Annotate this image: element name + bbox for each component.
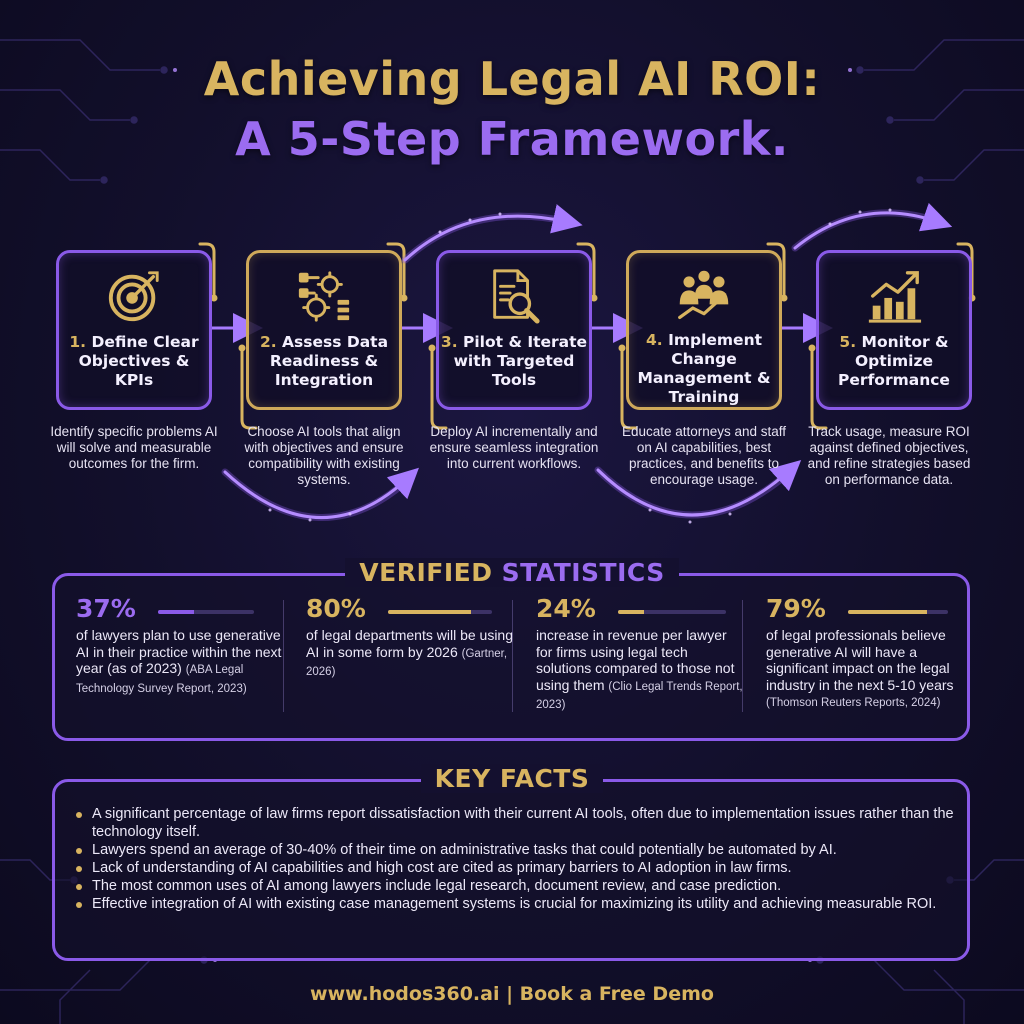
key-fact-item: Lack of understanding of AI capabilities… [76,860,956,878]
stat-text-2: of legal departments will be using AI in… [306,627,516,681]
key-fact-item: Effective integration of AI with existin… [76,896,956,914]
footer-cta-link[interactable]: www.hodos360.ai | Book a Free Demo [310,983,714,1005]
statistics-heading: VERIFIED STATISTICS [0,558,1024,587]
step-number-3: 3. [440,333,458,351]
stat-text-1: of lawyers plan to use generative AI in … [76,627,286,697]
step-title-5: 5. Monitor & Optimize Performance [819,333,969,390]
stat-value-1: 37% [76,594,136,623]
step-description-5: Track usage, measure ROI against defined… [807,424,971,487]
key-fact-item: Lawyers spend an average of 30-40% of th… [76,842,956,860]
stat-bar-2 [388,610,492,614]
step-card-2: 2. Assess Data Readiness & Integration [246,250,402,410]
stat-bar-4 [848,610,948,614]
step-number-4: 4. [645,331,663,349]
team-growth-icon [678,270,729,320]
step-title-1: 1. Define Clear Objectives & KPIs [59,333,209,390]
statistics-heading-part2: STATISTICS [501,558,665,587]
key-fact-item: The most common uses of AI among lawyers… [76,878,956,896]
document-magnifier-icon [493,269,540,324]
step-title-text-3: Pilot & Iterate with Targeted Tools [453,333,588,389]
stat-description-2: of legal departments will be using AI in… [306,627,514,660]
key-facts-heading-text: KEY FACTS [434,764,590,793]
key-facts-panel [52,779,970,961]
stat-value-4: 79% [766,594,826,623]
stat-divider-1 [283,600,284,712]
statistics-heading-part1: VERIFIED [359,558,493,587]
step-title-2: 2. Assess Data Readiness & Integration [249,333,399,390]
gears-data-icon [298,271,350,322]
step-title-3: 3. Pilot & Iterate with Targeted Tools [439,333,589,390]
page-title-line1: Achieving Legal AI ROI: [203,52,821,106]
step-card-4: 4. Implement Change Management & Trainin… [626,250,782,410]
step-number-2: 2. [259,333,277,351]
stat-description-3: increase in revenue per lawyer for firms… [536,627,735,693]
key-facts-list: A significant percentage of law firms re… [76,806,956,914]
stat-source-1: (ABA Legal Technology Survey Report, 202… [76,664,247,695]
stat-source-2: (Gartner, 2026) [306,647,508,679]
step-description-4: Educate attorneys and staff on AI capabi… [621,424,787,487]
step-card-3: 3. Pilot & Iterate with Targeted Tools [436,250,592,410]
stat-text-4: of legal professionals believe generativ… [766,627,962,712]
stat-divider-3 [742,600,743,712]
step-title-4: 4. Implement Change Management & Trainin… [629,331,779,407]
stat-source-3: (Clio Legal Trends Report, 2023) [536,680,743,712]
step-title-text-5: Monitor & Optimize Performance [838,333,950,389]
step-card-5: 5. Monitor & Optimize Performance [816,250,972,410]
key-facts-heading: KEY FACTS [0,764,1024,793]
page-title-line2: A 5-Step Framework. [235,112,789,166]
growth-chart-icon [868,271,922,323]
stat-description-1: of lawyers plan to use generative AI in … [76,627,282,676]
stat-item-1: 37% of lawyers plan to use generative AI… [76,594,286,697]
stat-item-3: 24% increase in revenue per lawyer for f… [536,594,746,714]
stat-item-2: 80% of legal departments will be using A… [306,594,516,681]
step-card-1: 1. Define Clear Objectives & KPIs [56,250,212,410]
stat-value-2: 80% [306,594,366,623]
step-description-2: Choose AI tools that align with objectiv… [244,424,404,487]
step-title-text-4: Implement Change Management & Training [637,331,771,406]
step-number-5: 5. [839,333,857,351]
step-number-1: 1. [69,333,87,351]
stat-description-4: of legal professionals believe generativ… [766,627,954,693]
stat-bar-3 [618,610,726,614]
stat-value-3: 24% [536,594,596,623]
step-description-3: Deploy AI incrementally and ensure seaml… [429,424,599,471]
stat-divider-2 [512,600,513,712]
step-description-1: Identify specific problems AI will solve… [50,424,218,471]
key-fact-item: A significant percentage of law firms re… [76,806,956,841]
stat-item-4: 79% of legal professionals believe gener… [766,594,962,712]
stat-source-4: (Thomson Reuters Reports, 2024) [766,697,941,709]
step-title-text-2: Assess Data Readiness & Integration [269,333,389,389]
stat-text-3: increase in revenue per lawyer for firms… [536,627,746,714]
step-title-text-1: Define Clear Objectives & KPIs [78,333,199,389]
target-icon [108,271,159,322]
stat-bar-1 [158,610,254,614]
